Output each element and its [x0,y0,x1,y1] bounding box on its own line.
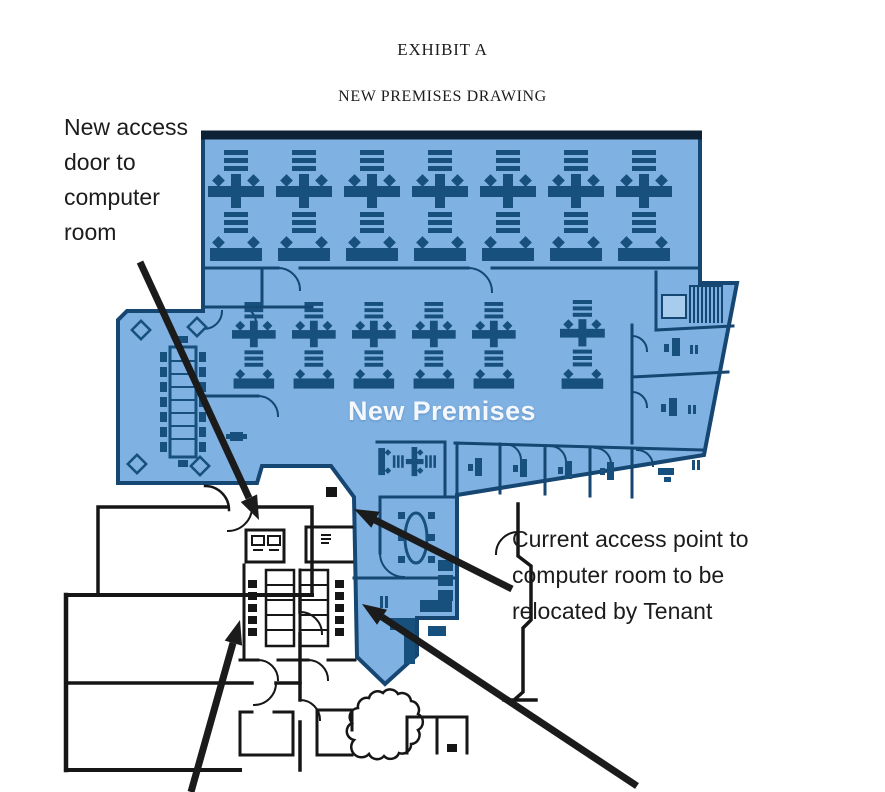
revision-cloud [345,688,425,761]
exhibit-subtitle: NEW PREMISES DRAWING [338,88,547,105]
premises-interior-walls [201,266,735,580]
arrow-bottom-left [187,620,243,792]
premises-area [116,130,740,687]
arrow-current-access-upper [354,509,514,593]
office-furniture-glyphs [468,338,700,482]
arrow-current-access-lower [362,604,639,789]
annotation-new-access-door: New access door to computer room [64,114,188,245]
lower-floor-walls [63,502,538,773]
arrow-new-access-door [136,260,259,520]
stairwell [661,285,723,323]
column-marker [326,487,337,497]
exhibit-title: EXHIBIT A [397,40,488,59]
new-premises-label: New Premises [348,396,536,426]
corner-diamonds [126,316,211,477]
annotation-current-access-point: Current access point to computer room to… [512,526,749,624]
